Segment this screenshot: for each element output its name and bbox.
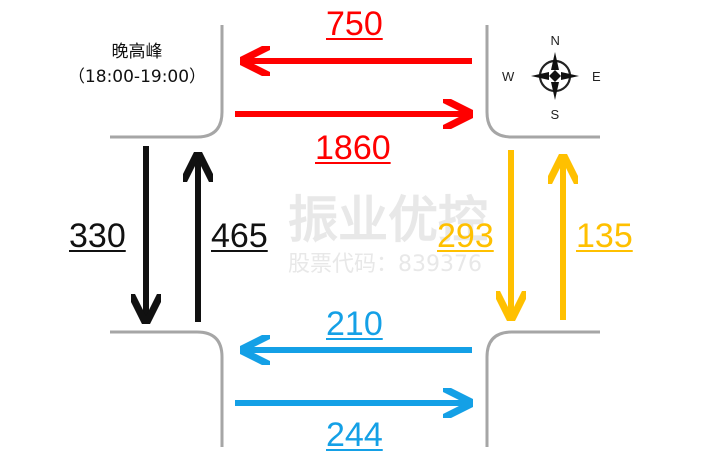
- flow-label-left-southbound: 330: [69, 217, 126, 255]
- curb-top-left: [110, 25, 224, 139]
- curb-top-right: [485, 25, 600, 139]
- flow-label-bottom-westbound: 210: [326, 305, 383, 343]
- watermark-code: 股票代码：839376: [288, 252, 482, 277]
- flow-label-left-northbound: 465: [211, 217, 268, 255]
- period-title-line2: （18:00-19:00）: [67, 66, 207, 87]
- road-curbs: [110, 25, 600, 447]
- flow-label-bottom-eastbound: 244: [326, 416, 383, 454]
- compass-n-label: N: [551, 33, 560, 48]
- compass-s-label: S: [551, 107, 560, 122]
- compass-e-label: E: [592, 69, 601, 84]
- flow-label-right-northbound: 135: [576, 217, 633, 255]
- flow-label-top-westbound: 750: [326, 5, 383, 43]
- period-title-line1: 晚高峰: [111, 42, 163, 62]
- compass-icon: N S E W: [502, 33, 601, 122]
- watermark-brand: 振业优控: [288, 191, 488, 249]
- compass-w-label: W: [502, 69, 515, 84]
- flow-label-right-southbound: 293: [437, 217, 494, 255]
- flow-label-top-eastbound: 1860: [315, 129, 391, 167]
- period-title: 晚高峰 （18:00-19:00）: [42, 40, 232, 89]
- curb-bottom-right: [485, 330, 600, 447]
- curb-bottom-left: [110, 330, 224, 447]
